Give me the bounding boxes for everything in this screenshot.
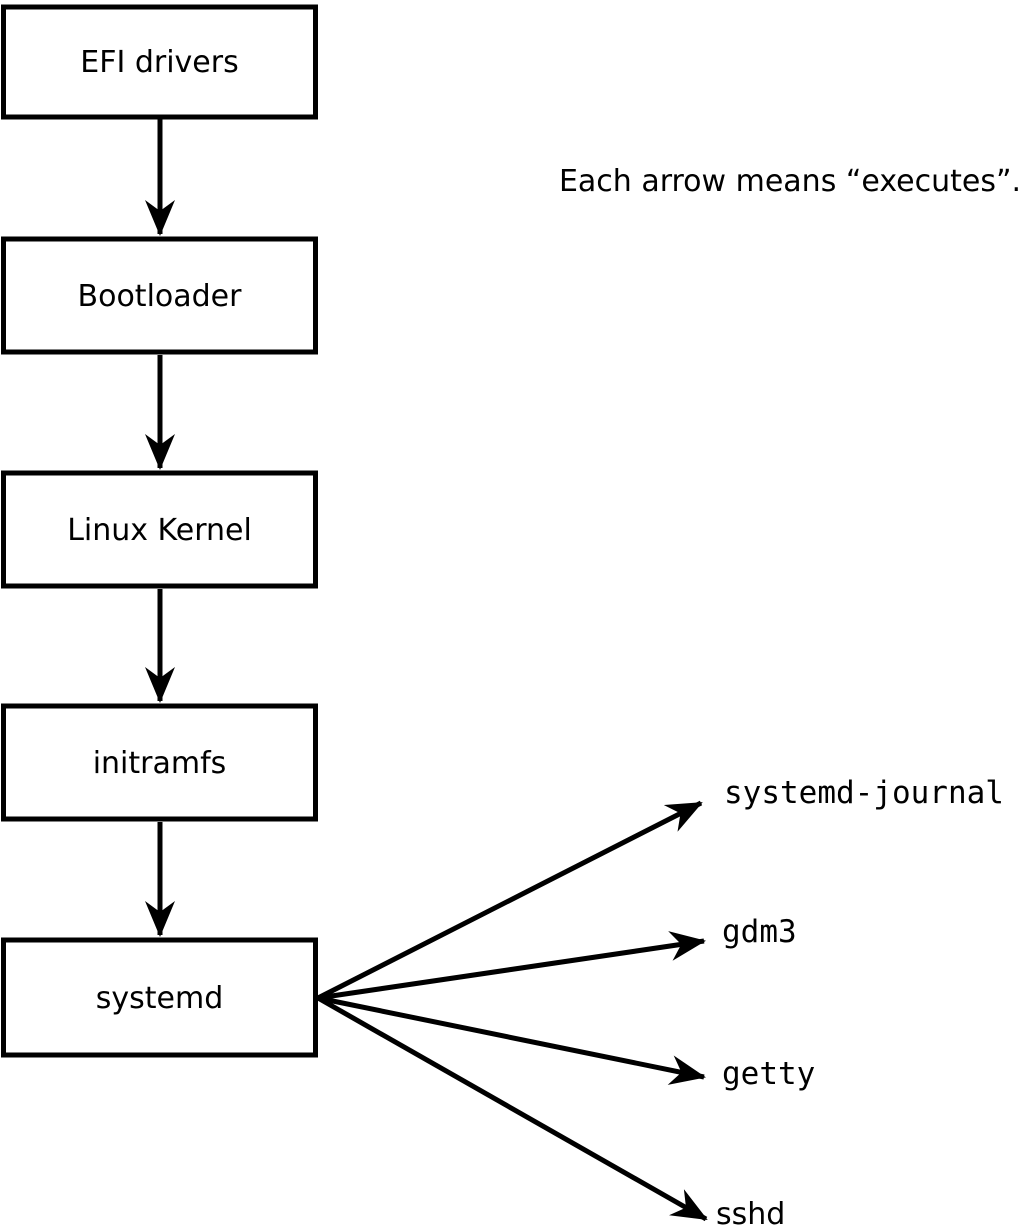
box-efi-drivers-label: EFI drivers [80,45,238,80]
box-efi-drivers-rect [1,4,318,120]
box-systemd-label: systemd [96,981,224,1016]
box-initramfs-rect [1,703,318,822]
label-sshd: sshd [716,1197,785,1230]
box-initramfs: initramfs [1,703,318,822]
arrow-systemd-to-gdm3 [317,931,706,1001]
box-efi-drivers: EFI drivers [1,4,318,120]
box-bootloader: Bootloader [1,236,318,355]
arrow-systemd-to-sshd [316,995,708,1222]
box-bootloader-rect [1,236,318,355]
box-initramfs-label: initramfs [93,746,227,781]
label-gdm3: gdm3 [722,914,797,950]
box-bootloader-label: Bootloader [78,279,243,314]
annotation-note: Each arrow means “executes”. [559,164,1021,199]
label-systemd-journal: systemd-journal [724,775,1004,811]
box-linux-kernel-rect [1,470,318,589]
box-linux-kernel: Linux Kernel [1,470,318,589]
box-linux-kernel-label: Linux Kernel [67,513,252,548]
arrow-systemd-to-getty [317,995,706,1085]
box-systemd: systemd [1,937,318,1058]
arrow-systemd-to-systemd-journal [316,800,703,1001]
label-getty: getty [722,1056,815,1092]
box-systemd-rect [1,937,318,1058]
